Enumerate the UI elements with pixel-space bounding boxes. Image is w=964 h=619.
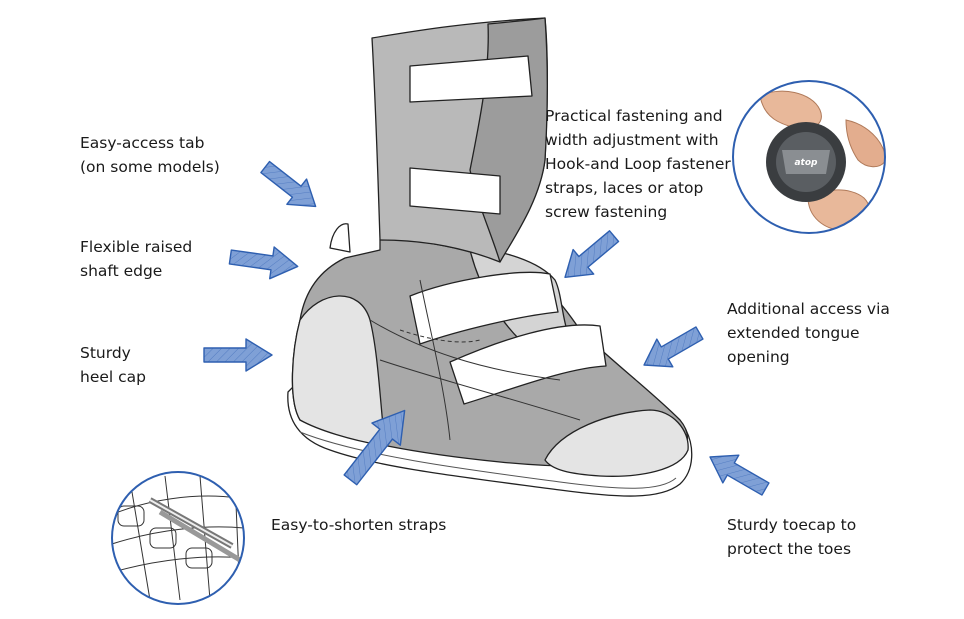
toe-cap	[544, 409, 689, 477]
label-tongue: Additional access via extended tongue op…	[727, 300, 890, 366]
arrow-fastening	[564, 230, 620, 278]
label-heel-cap: Sturdy heel cap	[80, 344, 146, 386]
sole-tread	[299, 431, 677, 489]
finger-side	[845, 119, 885, 168]
pull-tab	[329, 223, 351, 253]
stitch-line	[399, 329, 481, 343]
arrow-easy-access-tab	[260, 160, 317, 208]
shoe-strap-upper	[409, 271, 559, 345]
label-straps: Easy-to-shorten straps	[271, 516, 447, 534]
dial-logo: atop	[794, 158, 818, 168]
label-fastening: Practical fastening and width adjustment…	[545, 107, 731, 221]
arrow-flexible-shaft	[228, 246, 299, 280]
arrow-toecap	[709, 454, 770, 496]
shaft-strap-lower	[409, 167, 501, 215]
inset-atop-dial: atop	[732, 80, 886, 234]
inset-strap-detail	[111, 471, 245, 605]
arrow-heel-cap	[203, 338, 273, 372]
inset-circle-right	[732, 80, 886, 234]
shaft-strap-upper	[409, 55, 533, 103]
seam-lines	[369, 279, 581, 441]
label-easy-access-tab: Easy-access tab (on some models)	[80, 134, 220, 176]
arrow-straps	[343, 409, 406, 486]
arrow-tongue	[643, 326, 704, 368]
inset-circle-left	[111, 471, 245, 605]
label-toecap: Sturdy toecap to protect the toes	[727, 516, 857, 558]
label-flexible-shaft: Flexible raised shaft edge	[80, 238, 193, 280]
shoe-strap-lower	[449, 324, 607, 405]
shoe-illustration	[287, 17, 693, 497]
